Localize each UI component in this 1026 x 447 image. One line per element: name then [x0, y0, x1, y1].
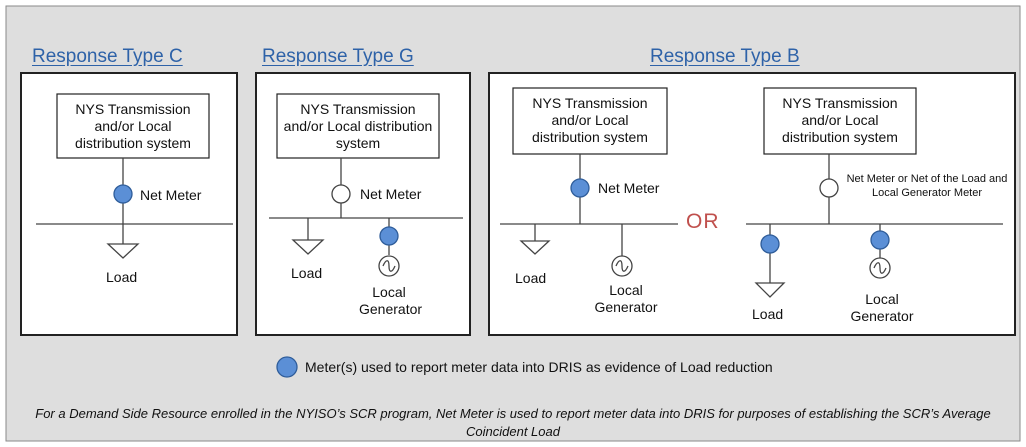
panel-c-utility-box: [56, 93, 210, 159]
panel-g-net-meter-icon: [331, 184, 351, 204]
panel-b-right-load-meter-icon: [760, 234, 780, 254]
panel-b-right-net-meter-icon: [819, 178, 839, 198]
panel-c-load-icon: [106, 243, 140, 259]
panel-b-right-meter-label: Net Meter or Net of the Load and Local G…: [846, 173, 1008, 199]
panel-b-right-load-label: Load: [752, 306, 784, 322]
panel-b-right-generator-label: Local Generator: [850, 291, 914, 324]
panel-b-right-utility-box: [763, 87, 917, 155]
heading-response-type-c: Response Type C: [32, 46, 183, 67]
panel-b-left-net-meter-icon: [570, 178, 590, 198]
panel-b-right-utility-label: NYS Transmission and/or Local distributi…: [782, 95, 898, 145]
panel-c-load-label: Load: [106, 269, 138, 285]
legend-meter-icon: [276, 356, 298, 378]
panel-b-left-utility-box: [512, 87, 668, 155]
panel-b-right-load-icon: [754, 282, 786, 298]
panel-b-left-meter-label: Net Meter: [598, 180, 660, 196]
panel-b-left-generator-label: Local Generator: [594, 282, 658, 315]
legend-text: Meter(s) used to report meter data into …: [305, 359, 773, 375]
panel-b-right-generator-icon: [869, 257, 891, 279]
panel-g-utility-box: [276, 93, 440, 159]
or-separator: OR: [686, 210, 720, 233]
panel-c-meter-label: Net Meter: [140, 187, 202, 203]
panel-c-utility-label: NYS Transmission and/or Local distributi…: [75, 101, 191, 151]
heading-response-type-b: Response Type B: [650, 46, 800, 67]
panel-g-generator-label: Local Generator: [359, 284, 423, 317]
panel-b-right-generator-meter-icon: [870, 230, 890, 250]
panel-g-generator-meter-icon: [379, 226, 399, 246]
panel-b-left-generator-icon: [611, 255, 633, 277]
panel-b-left-load-icon: [519, 240, 551, 255]
panel-g-load-icon: [291, 239, 325, 255]
panel-b-left-utility-label: NYS Transmission and/or Local distributi…: [532, 95, 648, 145]
panel-g-utility-label: NYS Transmission and/or Local distributi…: [283, 101, 433, 151]
panel-g-generator-icon: [378, 255, 400, 277]
panel-g-meter-label: Net Meter: [360, 186, 422, 202]
panel-g-load-label: Load: [291, 265, 323, 281]
panel-b-left-load-label: Load: [515, 270, 547, 286]
footnote: For a Demand Side Resource enrolled in t…: [35, 406, 991, 439]
panel-c-net-meter-icon: [113, 184, 133, 204]
heading-response-type-g: Response Type G: [262, 46, 414, 67]
